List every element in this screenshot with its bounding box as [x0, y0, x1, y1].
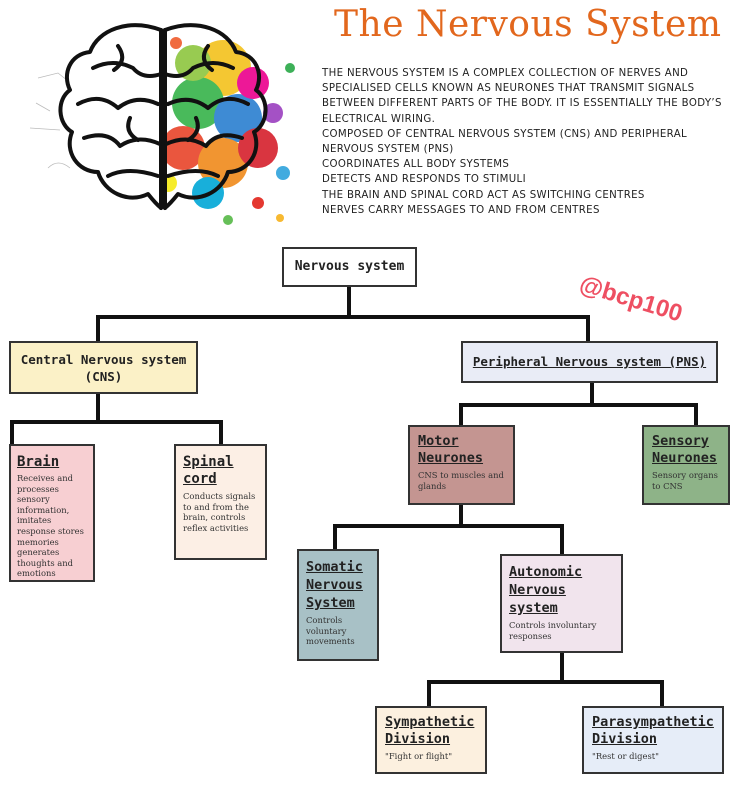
- node-title: Parasympathetic Division: [592, 714, 714, 747]
- node-title: Nervous system: [294, 259, 405, 274]
- node-description: Receives and processes sensory informati…: [17, 473, 84, 579]
- node-central-nervous-system: Central Nervous system (CNS): [9, 341, 198, 394]
- author-handle: @bcp100: [576, 270, 686, 328]
- node-parasympathetic-division: Parasympathetic Division "Rest or digest…: [582, 706, 724, 774]
- node-title: Spinal cord: [183, 454, 234, 487]
- node-title: Peripheral Nervous system (PNS): [472, 354, 707, 369]
- node-title: Somatic Nervous System: [306, 559, 363, 611]
- node-brain: Brain Receives and processes sensory inf…: [9, 444, 95, 582]
- node-title: Sensory Neurones: [652, 433, 718, 466]
- description: The nervous system is a complex collecti…: [322, 66, 726, 218]
- node-description: "Fight or flight": [385, 751, 453, 761]
- brain-illustration-icon: [29, 23, 295, 225]
- node-description: Conducts signals to and from the brain, …: [183, 491, 256, 533]
- node-description: CNS to muscles and glands: [418, 470, 504, 491]
- description-line: Coordinates all body systems: [322, 159, 510, 171]
- node-description: Sensory organs to CNS: [652, 470, 718, 491]
- description-line: The nervous system is a complex collecti…: [322, 68, 722, 125]
- node-title: Sympathetic Division: [385, 714, 475, 747]
- node-motor-neurones: Motor Neurones CNS to muscles and glands: [408, 425, 515, 505]
- node-peripheral-nervous-system: Peripheral Nervous system (PNS): [461, 341, 718, 383]
- node-title: Autonomic Nervous system: [509, 564, 583, 616]
- description-line: Detects and responds to stimuli: [322, 174, 526, 186]
- node-description: Controls voluntary movements: [306, 615, 355, 647]
- description-line: Nerves carry messages to and from centre…: [322, 204, 600, 216]
- node-description: Controls involuntary responses: [509, 620, 597, 641]
- node-title: Motor Neurones: [418, 433, 484, 466]
- node-somatic-nervous-system: Somatic Nervous System Controls voluntar…: [297, 549, 379, 661]
- node-title: Brain: [17, 454, 60, 470]
- node-spinal-cord: Spinal cord Conducts signals to and from…: [174, 444, 267, 560]
- node-sympathetic-division: Sympathetic Division "Fight or flight": [375, 706, 487, 774]
- description-line: The brain and spinal cord act as switchi…: [322, 189, 645, 201]
- node-sensory-neurones: Sensory Neurones Sensory organs to CNS: [642, 425, 730, 505]
- page-title: The Nervous System: [334, 4, 722, 45]
- description-line: Composed of central nervous system (CNS)…: [322, 128, 688, 156]
- node-autonomic-nervous-system: Autonomic Nervous system Controls involu…: [500, 554, 623, 653]
- node-description: "Rest or digest": [592, 751, 660, 761]
- node-nervous-system: Nervous system: [282, 247, 417, 287]
- node-title: Central Nervous system (CNS): [20, 352, 187, 384]
